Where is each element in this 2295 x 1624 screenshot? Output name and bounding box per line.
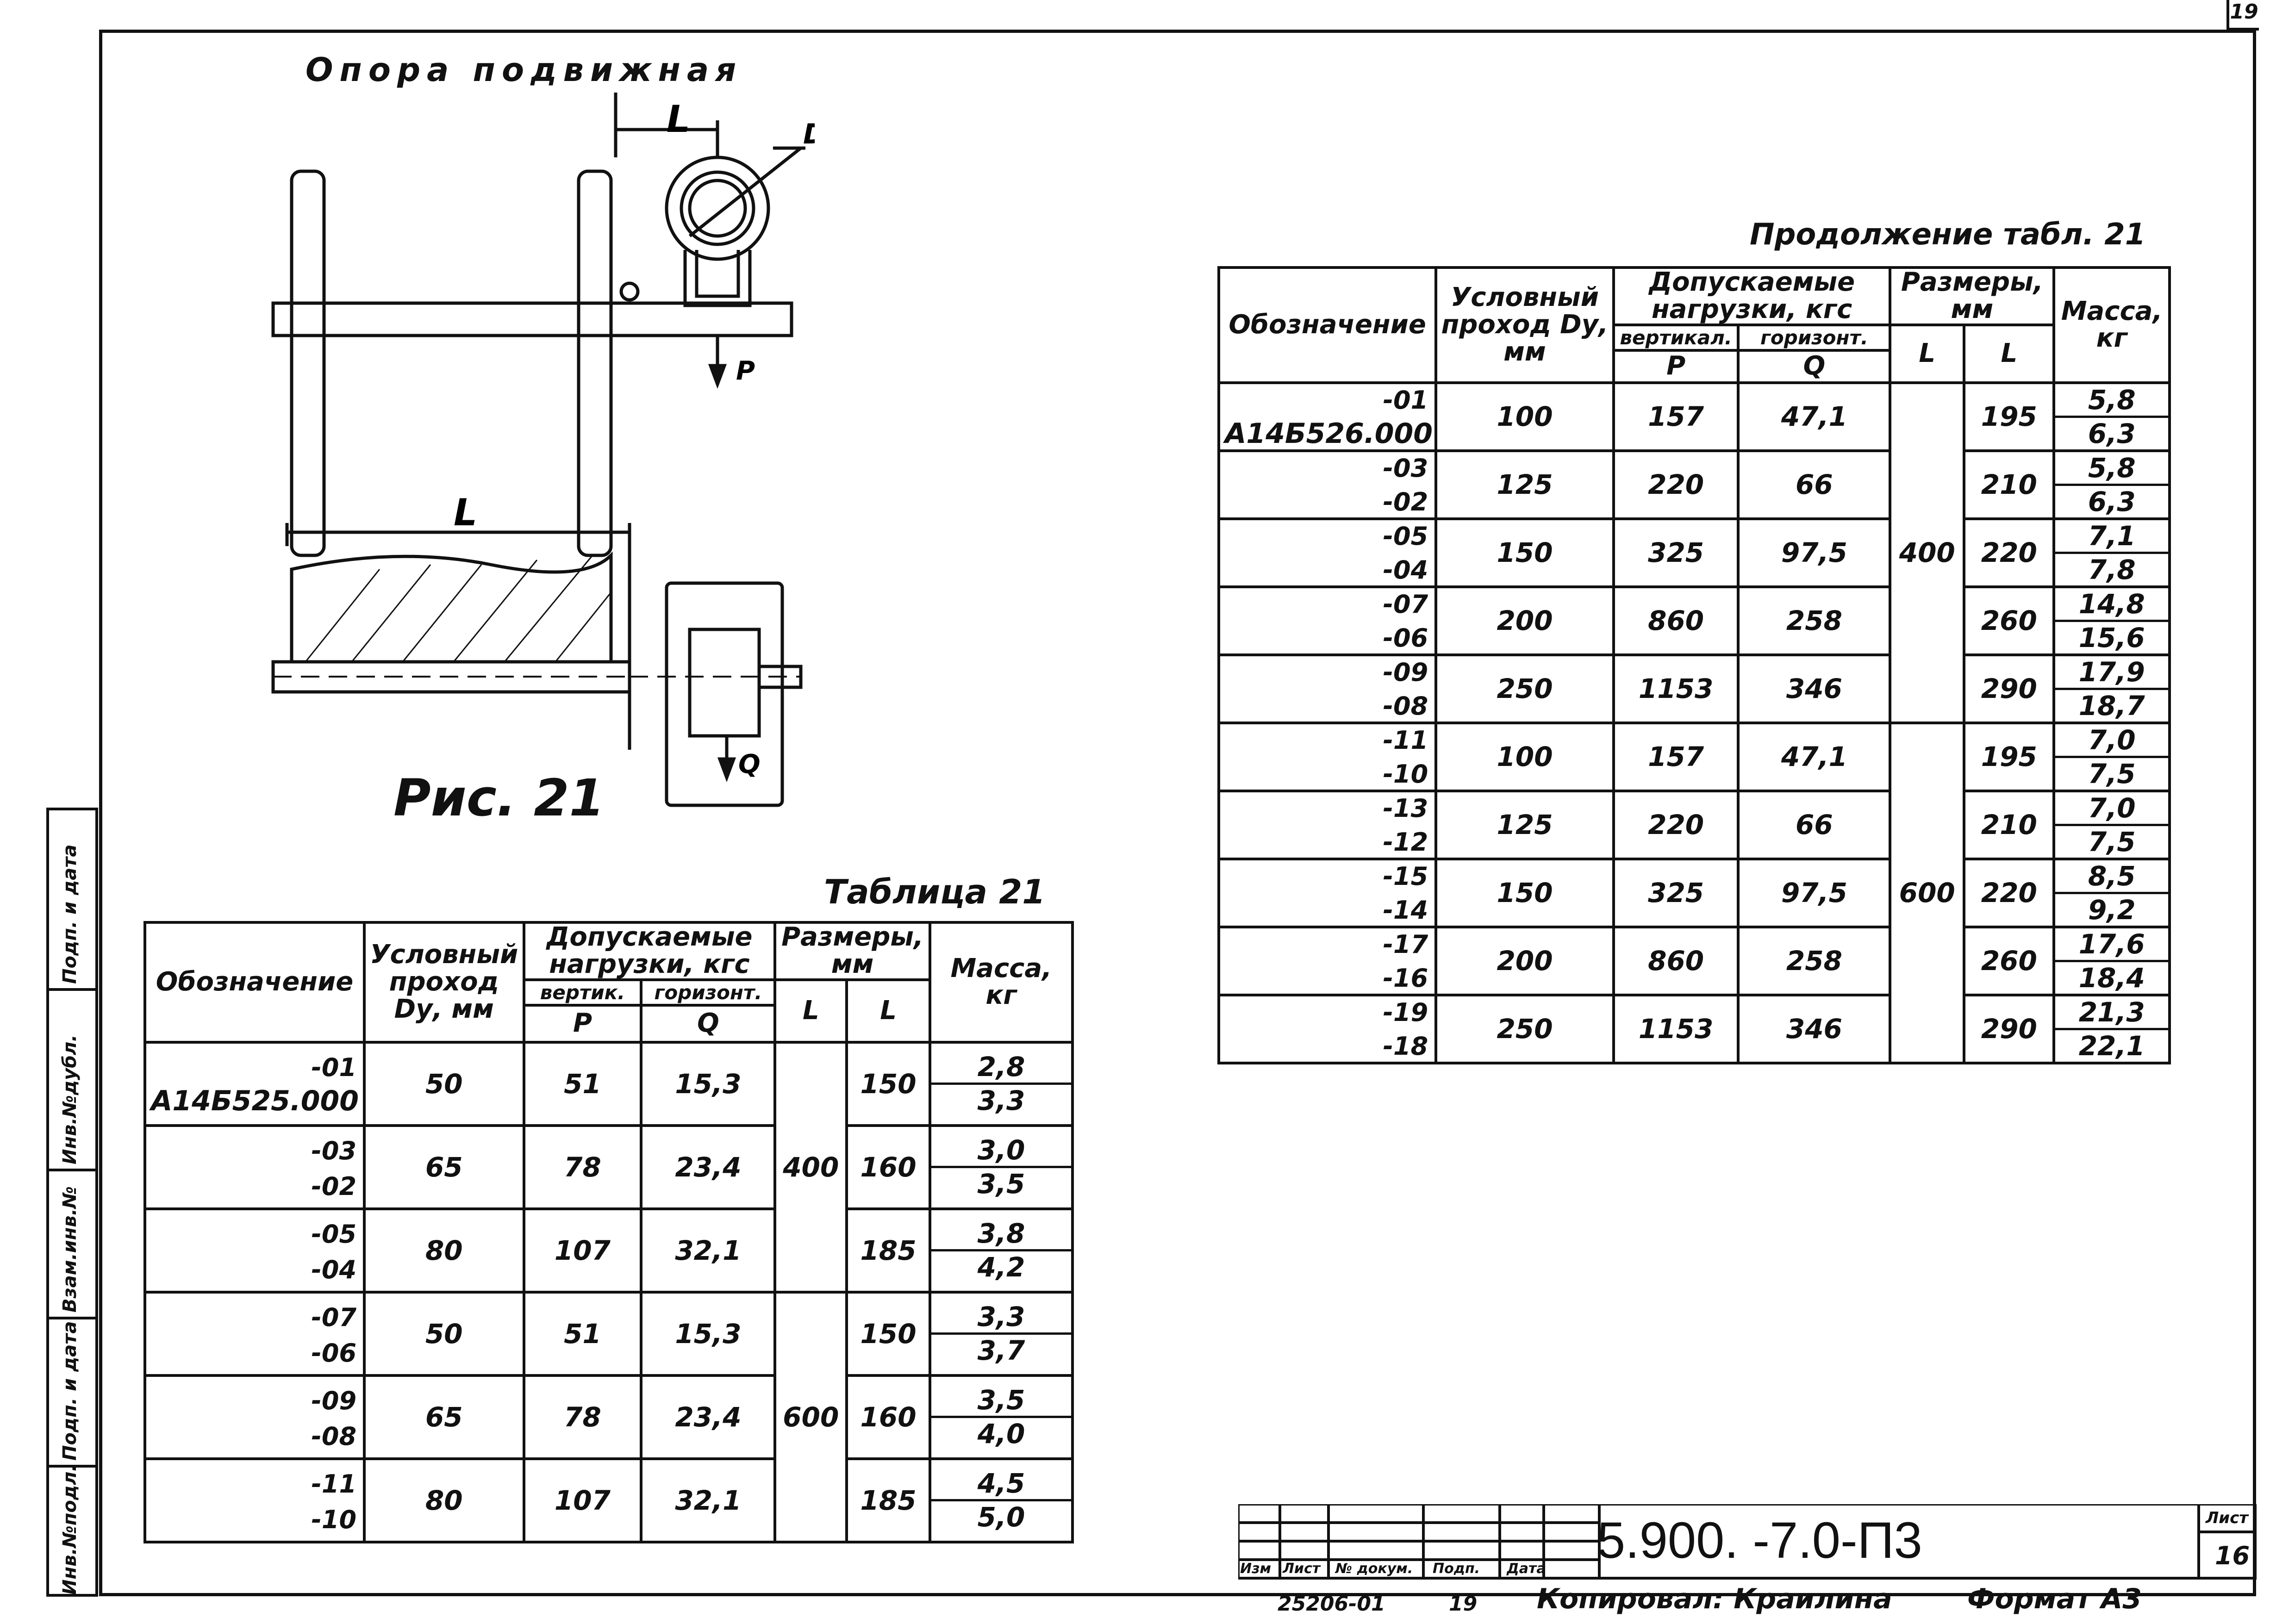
figure-caption: Рис. 21 [393, 768, 605, 828]
footer-page: 19 [1449, 1592, 1478, 1616]
hdr-Q: Q [640, 1003, 777, 1044]
hdr-P: P [522, 1003, 643, 1044]
format-label: Формат А3 [1967, 1583, 2142, 1615]
footer-code: 25206-01 [1278, 1592, 1385, 1616]
hdr-L1: L [773, 978, 848, 1044]
page-marker: 19 [2226, 0, 2259, 31]
table-left-title: Таблица 21 [824, 872, 1046, 911]
copied-by: Копировал: Краилина [1537, 1583, 1892, 1615]
base-designation: А14Б526.000 [1225, 417, 1433, 450]
sheet-number: 16 [2215, 1541, 2250, 1570]
document-number: 5.900. -7.0-П3 [1597, 1512, 1922, 1569]
sheet-label: Лист [2206, 1509, 2248, 1527]
base-designation: А14Б525.000 [151, 1084, 359, 1117]
hdr-horiz: горизонт. [640, 978, 777, 1007]
hdr-vert: вертик. [522, 978, 643, 1007]
hdr-L2: L [845, 978, 931, 1044]
drawing-frame [99, 30, 2256, 1596]
L-big: 400 [773, 1040, 848, 1294]
hdr-mass: Масса, кг [928, 921, 1074, 1044]
L-big: 400 [1889, 381, 1966, 724]
side-stamp-strip: Подп. и дата Инв.№дубл. Взам.инв.№ Подп.… [46, 808, 98, 1597]
label-L-bottom: L [454, 491, 477, 534]
hdr-nominal: Условный проход Dу, мм [363, 921, 525, 1044]
L-big: 600 [1889, 721, 1966, 1064]
table-right: Обозначение Условный проход Dу, мм Допус… [1217, 266, 2171, 1064]
table-right-title: Продолжение табл. 21 [1750, 218, 2146, 252]
L-big: 600 [773, 1290, 848, 1543]
label-P: P [736, 356, 755, 386]
hdr-dims: Размеры, мм [773, 921, 931, 981]
hdr-loads: Допускаемые нагрузки, кгс [522, 921, 777, 981]
figure-title: Опора подвижная [306, 51, 743, 89]
label-Dy: Dy [803, 118, 815, 150]
hdr-designation: Обозначение [143, 921, 366, 1044]
table-left: Обозначение Условный проход Dу, мм Допус… [143, 921, 1074, 1543]
label-Q: Q [738, 749, 761, 779]
support-drawing: L Dy P L Q [271, 93, 815, 807]
label-L-top: L [667, 98, 690, 141]
title-block: Изм Лист № докум. Подп. Дата Лист 16 [1238, 1504, 2257, 1597]
